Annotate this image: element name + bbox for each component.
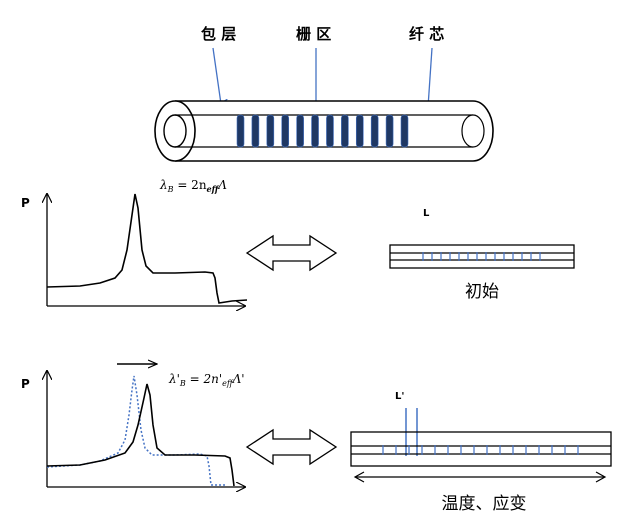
- top-spectrum-plot: [46, 193, 248, 306]
- grating-band: [326, 114, 334, 148]
- top-formula: λB = 2neffΛ: [159, 178, 227, 194]
- grating-band: [311, 114, 319, 148]
- bottom-grating-markers: [382, 445, 579, 455]
- cladding-label: 包 层: [201, 25, 236, 43]
- grating-band: [370, 114, 379, 148]
- bottom-fiber-strip: [350, 431, 612, 467]
- top-length-label: L: [423, 208, 430, 219]
- top-double-arrow: [245, 234, 338, 272]
- bottom-spectrum-plot: [47, 364, 245, 487]
- bottom-formula: λ'B = 2n'effΛ': [168, 372, 245, 388]
- bottom-axis-label: P: [21, 377, 30, 391]
- bottom-shifted-curve: [46, 383, 235, 487]
- grating-band: [400, 114, 409, 148]
- grating-band: [355, 114, 364, 148]
- core-label: 纤 芯: [409, 25, 444, 43]
- top-fiber-strip: [389, 244, 575, 269]
- grating-band: [236, 114, 245, 148]
- top-state-label: 初始: [465, 282, 499, 302]
- fiber-cylinder: [154, 100, 494, 162]
- top-spectrum-curve: [46, 193, 248, 304]
- grating-band: [266, 114, 275, 148]
- bottom-length-label: L': [395, 391, 404, 402]
- grating-label: 栅 区: [296, 25, 331, 43]
- grating-band: [251, 114, 260, 148]
- strain-extension-arrow: [353, 471, 607, 483]
- grating-band: [296, 114, 304, 148]
- grating-region: [236, 114, 409, 148]
- bottom-state-label: 温度、应变: [442, 494, 527, 514]
- top-grating-markers: [422, 252, 541, 261]
- top-axis-label: P: [21, 196, 30, 210]
- bottom-double-arrow: [245, 428, 338, 466]
- bottom-original-curve: [46, 375, 225, 486]
- grating-band: [341, 114, 349, 148]
- grating-band: [281, 114, 290, 148]
- cladding-pointer-arrow: [212, 47, 221, 104]
- grating-band: [385, 114, 394, 148]
